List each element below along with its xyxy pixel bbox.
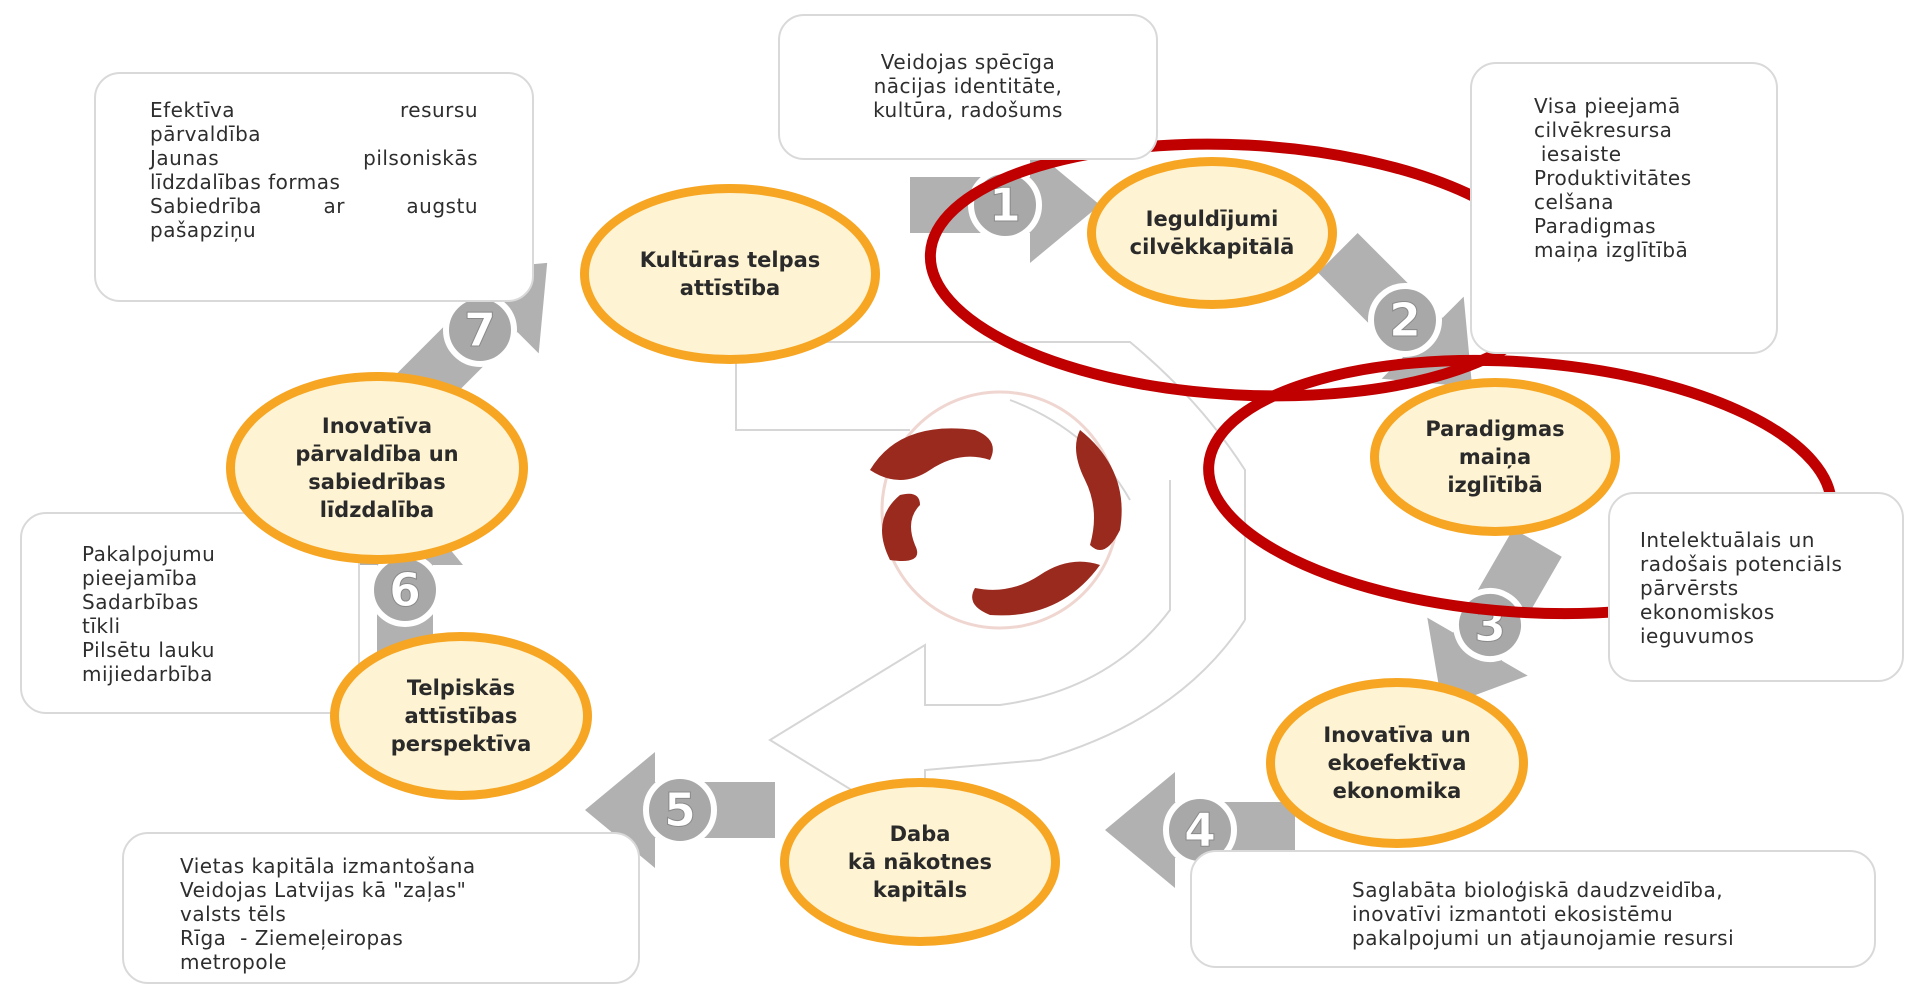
note-line: Produktivitātes <box>1534 166 1692 190</box>
step-node-education: Paradigmas maiņa izglītībā <box>1370 378 1620 536</box>
node-line: Daba <box>889 822 951 846</box>
note-line: kultūra, radošums <box>873 98 1063 122</box>
node-line: Telpiskās <box>406 676 516 700</box>
note-box-governance: Efektīva resursu pārvaldība Jaunas pilso… <box>94 72 534 302</box>
node-line: maiņa <box>1458 445 1532 469</box>
note-line: Sabiedrība ar augstu <box>150 194 478 218</box>
note-line: ieguvumos <box>1640 624 1755 648</box>
step-number: 2 <box>1389 293 1421 347</box>
step-number-badge <box>443 293 517 367</box>
note-box-human-capital: Visa pieejamā cilvēkresursa iesaiste Pro… <box>1470 62 1778 354</box>
step-arrow-4: 4 <box>1105 772 1295 888</box>
note-line: pakalpojumi un atjaunojamie resursi <box>1352 926 1735 950</box>
center-cycle-outline <box>735 341 1246 837</box>
note-line: ekonomiskos <box>1640 600 1775 624</box>
node-line: cilvēkkapitālā <box>1129 235 1295 259</box>
note-line: Visa pieejamā <box>1534 94 1681 118</box>
step-arrow-2: 2 <box>1318 233 1473 388</box>
note-box-place-capital: Vietas kapitāla izmantošana Veidojas Lat… <box>122 832 640 984</box>
note-line: pašapziņu <box>150 218 257 242</box>
note-line: Intelektuālais un <box>1640 528 1815 552</box>
note-line: metropole <box>180 950 287 974</box>
note-box-culture: Veidojas spēcīga nācijas identitāte, kul… <box>778 14 1158 160</box>
step-number-badge <box>1368 283 1442 357</box>
step-number: 5 <box>664 783 696 837</box>
step-number: 7 <box>464 303 496 357</box>
note-line: valsts tēls <box>180 902 287 926</box>
note-line: nācijas identitāte, <box>873 74 1063 98</box>
note-box-intellectual: Intelektuālais un radošais potenciāls pā… <box>1608 492 1904 682</box>
note-line: pieejamība <box>82 566 198 590</box>
note-line: līdzdalības formas <box>150 170 341 194</box>
center-logo <box>870 390 1122 630</box>
node-line: Kultūras telpas <box>639 248 821 272</box>
note-line: pārvaldība <box>150 122 262 146</box>
note-line: mijiedarbība <box>82 662 213 686</box>
node-line: izglītībā <box>1447 473 1543 497</box>
note-line: Efektīva resursu <box>150 98 478 122</box>
step-node-nature: Daba kā nākotnes kapitāls <box>780 778 1060 946</box>
note-line: Saglabāta bioloģiskā daudzveidība, <box>1352 878 1724 902</box>
node-line: Inovatīva <box>321 414 433 438</box>
note-line: inovatīvi izmantoti ekosistēmu <box>1352 902 1674 926</box>
node-line: Paradigmas <box>1425 417 1565 441</box>
step-number-badge <box>643 773 717 847</box>
note-line: Jaunas pilsoniskās <box>150 146 478 170</box>
node-line: ekonomika <box>1332 779 1462 803</box>
note-line: celšana <box>1534 190 1614 214</box>
note-line: Rīga - Ziemeļeiropas <box>180 926 404 950</box>
note-line: tīkli <box>82 614 121 638</box>
node-line: kapitāls <box>872 878 968 902</box>
step-arrow-1: 1 <box>910 147 1100 263</box>
node-line: sabiedrības <box>308 470 446 494</box>
step-node-spatial: Telpiskās attīstības perspektīva <box>330 632 592 800</box>
note-line: maiņa izglītībā <box>1534 238 1689 262</box>
note-line: Pilsētu lauku <box>82 638 215 662</box>
note-line: Sadarbības <box>82 590 199 614</box>
node-line: attīstības <box>404 704 518 728</box>
node-line: līdzdalība <box>319 498 435 522</box>
step-node-governance: Inovatīva pārvaldība un sabiedrības līdz… <box>226 372 528 564</box>
note-box-services: Pakalpojumu pieejamība Sadarbības tīkli … <box>20 512 360 714</box>
node-line: attīstība <box>679 276 781 300</box>
step-number: 4 <box>1184 803 1216 857</box>
node-line: Ieguldījumi <box>1145 207 1279 231</box>
note-line: Veidojas Latvijas kā "zaļas" <box>180 878 467 902</box>
note-line: Vietas kapitāla izmantošana <box>180 854 476 878</box>
step-node-human-capital: Ieguldījumi cilvēkkapitālā <box>1087 157 1337 309</box>
note-line: Veidojas spēcīga <box>880 50 1056 74</box>
step-number: 6 <box>389 563 421 617</box>
step-node-economy: Inovatīva un ekoefektīva ekonomika <box>1266 678 1528 848</box>
note-line: Paradigmas <box>1534 214 1657 238</box>
note-box-biodiversity: Saglabāta bioloģiskā daudzveidība, inova… <box>1190 850 1876 968</box>
note-line: Pakalpojumu <box>82 542 216 566</box>
note-line: radošais potenciāls <box>1640 552 1843 576</box>
step-node-culture: Kultūras telpas attīstība <box>580 184 880 364</box>
note-line: pārvērsts <box>1640 576 1739 600</box>
node-line: Inovatīva un <box>1323 723 1471 747</box>
note-line: cilvēkresursa <box>1534 118 1673 142</box>
node-line: pārvaldība un <box>295 442 459 466</box>
node-line: ekoefektīva <box>1327 751 1467 775</box>
node-line: perspektīva <box>390 732 532 756</box>
note-line: iesaiste <box>1534 142 1622 166</box>
node-line: kā nākotnes <box>847 850 993 874</box>
